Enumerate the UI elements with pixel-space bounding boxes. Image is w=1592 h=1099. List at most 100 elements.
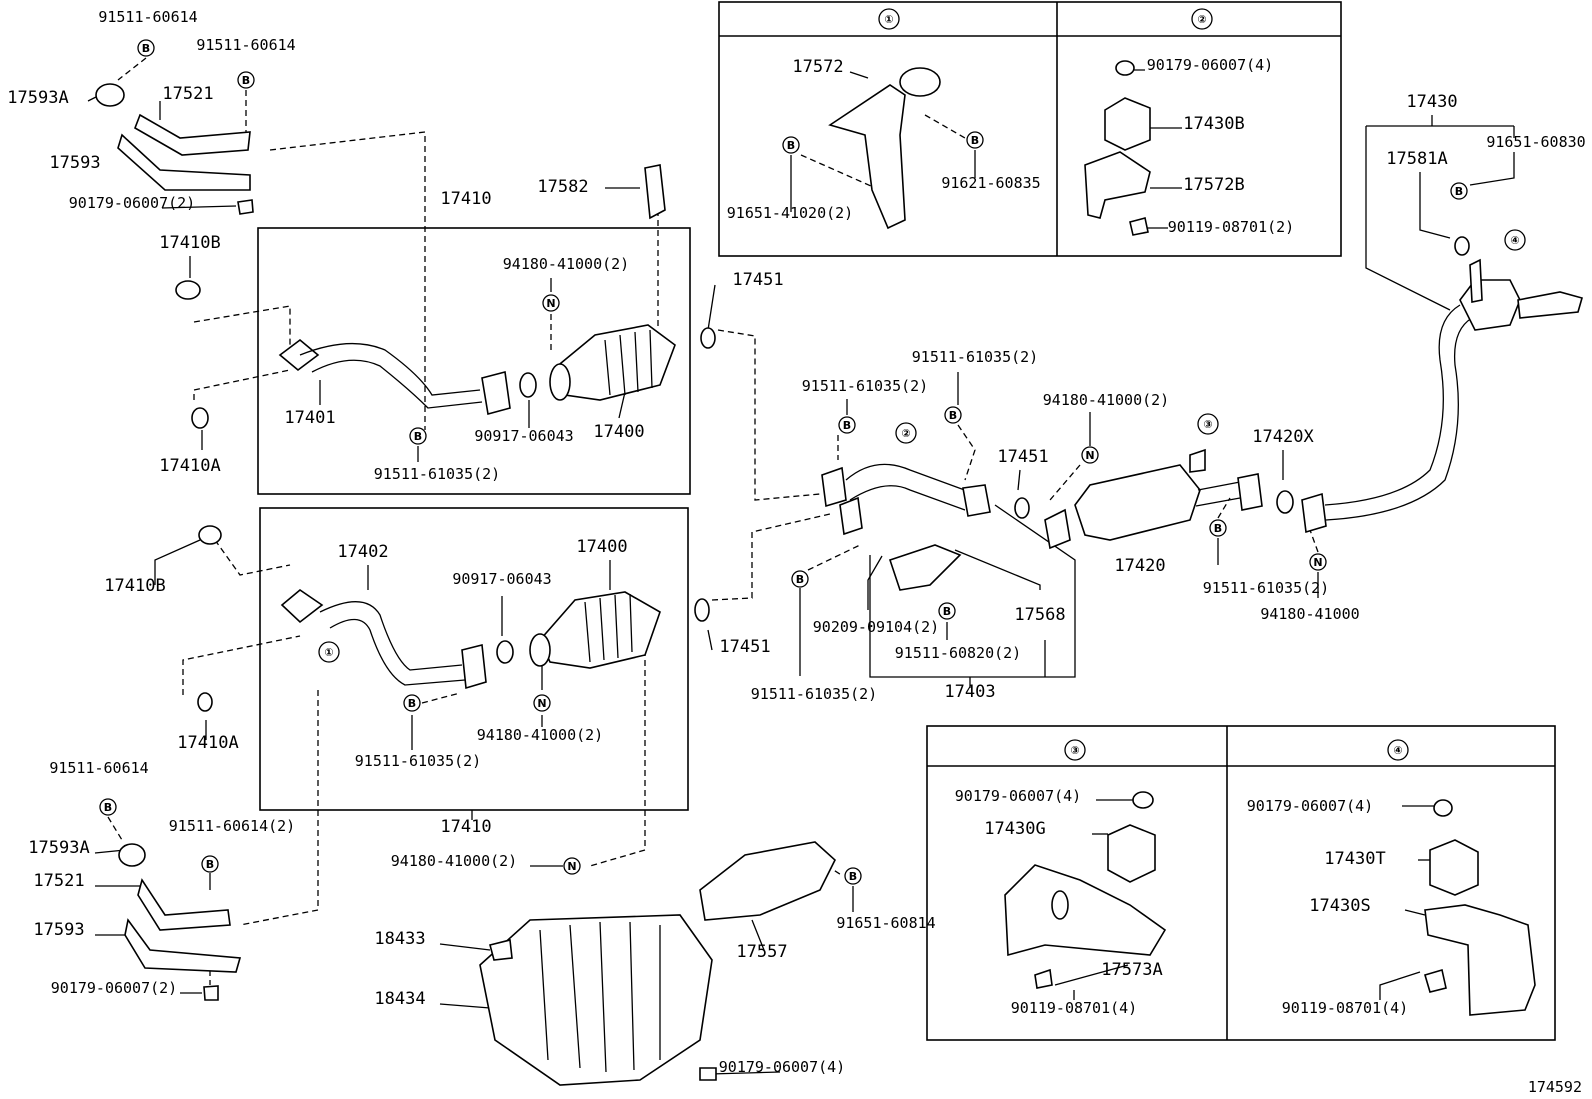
diagram-ref-4: ④ (1504, 229, 1526, 251)
part-label: 17403 (944, 682, 995, 702)
marker-letter: B (949, 409, 957, 422)
part-label: 17572B (1183, 175, 1244, 195)
bolt-marker-icon: B (938, 602, 956, 620)
part-gasket-90917-06043-lower (496, 640, 514, 664)
part-number-labels: 91511-60614 91511-60614 17593A 17521 17593 90… (7, 8, 1585, 1076)
part-bracket-17572B (1084, 151, 1151, 236)
part-nut-90179-06007-bottom (699, 1067, 717, 1081)
marker-letter: B (796, 573, 804, 586)
bolt-marker-icon: B (966, 131, 984, 149)
part-label: 91511-60614 (98, 8, 197, 26)
part-gasket-17410B-upper (175, 280, 201, 300)
leader-lines (87, 57, 1515, 1075)
part-bracket-17572 (828, 67, 941, 230)
part-label: 17572 (792, 57, 843, 77)
part-label: 91511-61035(2) (751, 685, 877, 703)
figure-id: 174592 (1528, 1078, 1582, 1096)
diagram-ref-3-text: ③ (1203, 418, 1212, 431)
box-header-3-text: ③ (1070, 744, 1079, 757)
marker-letter: N (546, 297, 555, 310)
part-gasket-17451-upper (700, 327, 716, 349)
diagram-ref-1-text: ① (324, 646, 333, 659)
part-plug-17410A-lower (197, 692, 213, 712)
part-label: 17593 (33, 920, 84, 940)
nut-marker-icon: N (533, 694, 551, 712)
part-label: 94180-41000(2) (503, 255, 629, 273)
part-label: 91651-60830 (1486, 133, 1585, 151)
bolt-marker-icon: B (1209, 519, 1227, 537)
part-nut-90179-06007-lower-left (203, 985, 219, 1001)
part-label: 90179-06007(4) (955, 787, 1081, 805)
part-17593A-lower (118, 843, 146, 867)
bolt-marker-icon: B (237, 71, 255, 89)
part-label: 17593A (7, 88, 68, 108)
part-label: 94180-41000(2) (391, 852, 517, 870)
part-label: 90119-08701(4) (1282, 999, 1408, 1017)
part-heat-shield-18434 (479, 914, 713, 1086)
box-header-2-text: ② (1197, 13, 1206, 26)
part-label: 91511-61035(2) (355, 752, 481, 770)
part-17521-17593-lower (124, 878, 242, 973)
part-pipe-17401 (278, 338, 511, 416)
part-label: 91511-60614(2) (169, 817, 295, 835)
part-clamp-17582 (644, 164, 666, 220)
marker-letter: B (408, 697, 416, 710)
part-label: 91511-60614 (49, 759, 148, 777)
part-label: 17582 (537, 177, 588, 197)
marker-letter: B (1214, 522, 1222, 535)
marker-letter: N (537, 697, 546, 710)
bolt-marker-icon: B (137, 39, 155, 57)
part-label: 17410B (104, 576, 165, 596)
part-label: 90179-06007(2) (69, 194, 195, 212)
marker-letter: B (943, 605, 951, 618)
marker-letter: B (104, 801, 112, 814)
part-label: 91511-60820(2) (895, 644, 1021, 662)
box-header-3: ③ (1064, 739, 1086, 761)
part-clip-18433 (489, 939, 513, 961)
part-label: 17581A (1386, 149, 1447, 169)
part-pipe-17402 (280, 588, 487, 690)
detail-box-1-2 (718, 1, 1342, 257)
box-header-1: ① (878, 8, 900, 30)
bolt-marker-icon: B (844, 867, 862, 885)
part-label: 91511-61035(2) (912, 348, 1038, 366)
part-label: 17420X (1252, 427, 1314, 447)
part-cushion-17430B (1104, 60, 1151, 151)
part-label: 17430B (1183, 114, 1244, 134)
part-label: 94180-41000 (1260, 605, 1359, 623)
part-tail-pipe-17430 (1301, 258, 1583, 534)
bolt-marker-icon: B (838, 416, 856, 434)
bolt-marker-icon: B (409, 427, 427, 445)
part-label: 91651-41020(2) (727, 204, 853, 222)
bolt-marker-icon: B (1450, 182, 1468, 200)
part-label: 17430G (984, 819, 1045, 839)
part-nut-90179-06007-upper-left (237, 199, 254, 215)
box-header-1-text: ① (884, 13, 893, 26)
bolt-marker-icon: B (791, 570, 809, 588)
marker-letter: B (843, 419, 851, 432)
marker-letter: N (1085, 449, 1094, 462)
marker-letter: B (414, 430, 422, 443)
part-gasket-17451-lower (694, 598, 710, 622)
part-label: 18433 (374, 929, 425, 949)
part-label: 90917-06043 (474, 427, 573, 445)
group-box-17410-lower (259, 507, 689, 811)
nut-marker-icon: N (1309, 553, 1327, 571)
part-front-pipe-17403 (821, 463, 991, 591)
part-label: 91651-60814 (836, 914, 935, 932)
part-label: 94180-41000(2) (1043, 391, 1169, 409)
marker-letter: B (971, 134, 979, 147)
part-label: 17593A (28, 838, 89, 858)
part-label: 90179-06007(4) (719, 1058, 845, 1076)
part-label: 17451 (732, 270, 783, 290)
part-label: 90209-09104(2) (813, 618, 939, 636)
part-cushion-17430G (1107, 791, 1156, 883)
part-label: 17410A (159, 456, 220, 476)
part-label: 17521 (33, 871, 84, 891)
diagram-ref-4-text: ④ (1510, 234, 1519, 247)
marker-letter: N (567, 860, 576, 873)
part-label: 90179-06007(4) (1147, 56, 1273, 74)
part-label: 17451 (997, 447, 1048, 467)
part-center-muffler-17420 (1044, 448, 1263, 550)
